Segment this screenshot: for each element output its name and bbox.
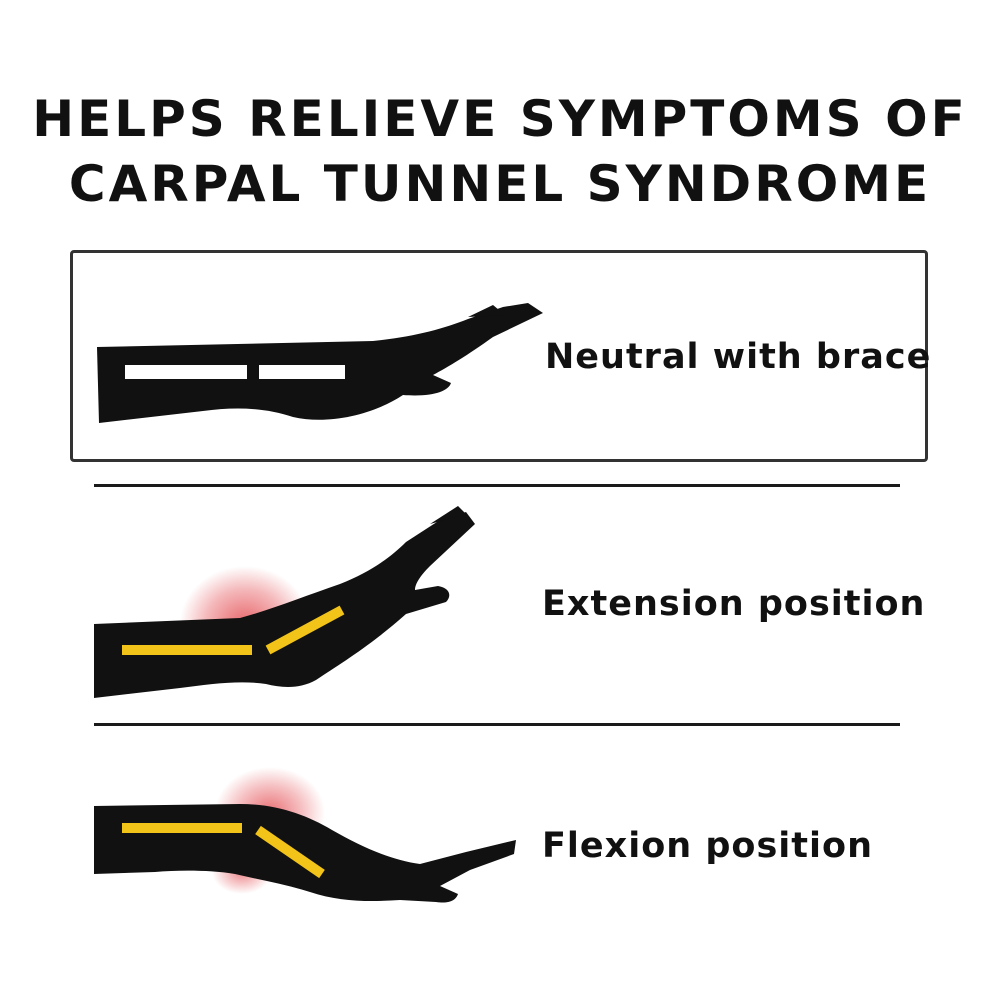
- arm-flexion-shape: [94, 804, 516, 903]
- finger-extension: [430, 506, 466, 524]
- arm-extension-shape: [94, 512, 475, 698]
- brace-strap-left: [125, 365, 247, 379]
- label-neutral: Neutral with brace: [545, 337, 932, 377]
- arm-flexion-icon: [94, 767, 516, 903]
- panel-neutral: Neutral with brace: [70, 250, 932, 462]
- divider-1: [94, 484, 900, 487]
- panel-flexion: Flexion position: [70, 724, 928, 964]
- label-flexion: Flexion position: [542, 826, 873, 866]
- label-extension: Extension position: [542, 584, 926, 624]
- arm-neutral-shape: [97, 303, 543, 423]
- title-line-2: CARPAL TUNNEL SYNDROME: [68, 155, 932, 213]
- finger-neutral: [468, 305, 505, 317]
- nerve-line-extension-hand: [265, 605, 345, 655]
- arm-neutral-brace-icon: [97, 303, 543, 423]
- divider-2: [94, 723, 900, 726]
- arm-extension-icon: [94, 506, 475, 698]
- panel-extension: Extension position: [70, 484, 928, 724]
- nerve-line-flexion-hand: [255, 825, 325, 879]
- brace-strap-right: [259, 365, 345, 379]
- title-line-1: HELPS RELIEVE SYMPTOMS OF: [32, 90, 968, 148]
